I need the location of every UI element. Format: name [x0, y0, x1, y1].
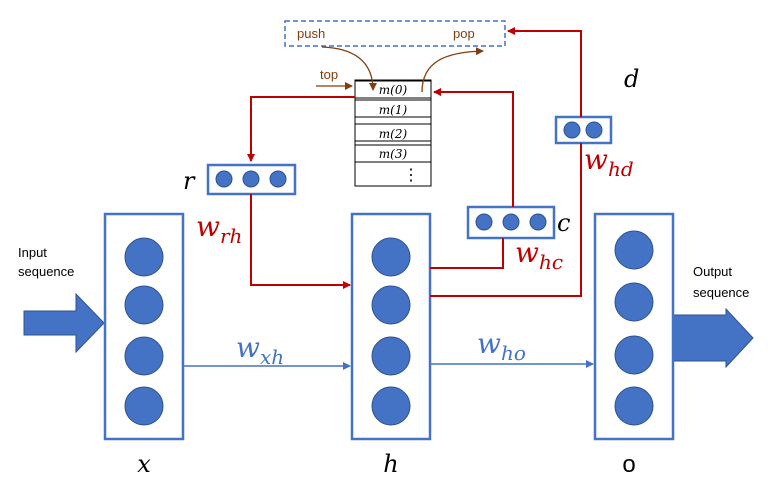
layer-x-node — [124, 386, 164, 426]
push-label: push — [297, 26, 325, 41]
content-vector-c-node — [475, 213, 493, 231]
push-pop-box — [284, 20, 506, 47]
stack-cell — [354, 144, 432, 163]
weight-w-ho: who — [477, 327, 526, 365]
read-vector-r-node — [242, 170, 260, 188]
edge-stack-to-r — [247, 96, 355, 162]
content-vector-c-label: c — [557, 209, 570, 237]
layer-x-node — [124, 237, 164, 277]
stack-cell-label: m(0) — [379, 83, 408, 97]
read-vector-r-label: r — [183, 167, 196, 195]
weight-w-hc: whc — [515, 236, 563, 274]
read-vector-r-node — [215, 170, 233, 188]
layer-x-label: x — [137, 450, 151, 478]
stack-cell-label: m(1) — [379, 103, 408, 117]
layer-o-node — [614, 230, 654, 270]
layer-x-node — [124, 285, 164, 325]
edge-h-to-d — [430, 143, 582, 297]
layer-h-node — [371, 237, 411, 277]
decision-vector-d-label: d — [624, 65, 639, 93]
stack-cell — [354, 123, 432, 142]
input-arrow — [23, 292, 105, 354]
stack-cell-label: m(3) — [379, 147, 408, 161]
input-label-line1: Input — [18, 245, 47, 260]
layer-h-node — [371, 386, 411, 426]
content-vector-c-node — [529, 213, 547, 231]
top-label: top — [320, 67, 338, 82]
edge-d-to-push-pop — [507, 27, 582, 117]
pop-arrow — [421, 47, 484, 93]
edge-h-to-c — [430, 238, 504, 269]
layer-o-node — [614, 386, 654, 426]
layer-h-node — [371, 336, 411, 376]
stack-ellipsis: ⋮ — [403, 167, 419, 184]
edge-c-to-stack — [433, 88, 514, 207]
weight-w-xh: wxh — [236, 331, 284, 369]
pop-label: pop — [453, 26, 475, 41]
read-vector-r-node — [269, 170, 287, 188]
input-label-line2: sequence — [18, 264, 74, 279]
layer-o-node — [614, 335, 654, 375]
content-vector-c-node — [502, 213, 520, 231]
layer-h-label: h — [383, 450, 398, 478]
layer-o-label: o — [622, 451, 635, 478]
decision-vector-d-node — [585, 121, 603, 139]
decision-vector-d-node — [563, 121, 581, 139]
stack-cell-label: m(2) — [379, 127, 408, 141]
push-arrow — [321, 46, 377, 91]
weight-w-rh: wrh — [196, 210, 242, 248]
output-arrow — [672, 307, 754, 369]
weight-w-hd: whd — [584, 143, 634, 181]
output-label-line2: sequence — [693, 285, 749, 300]
layer-o-node — [614, 282, 654, 322]
layer-x-node — [124, 336, 164, 376]
stack-cell — [354, 99, 432, 118]
layer-h-node — [371, 285, 411, 325]
output-label-line1: Output — [693, 264, 732, 279]
edge-r-to-h — [250, 194, 351, 289]
